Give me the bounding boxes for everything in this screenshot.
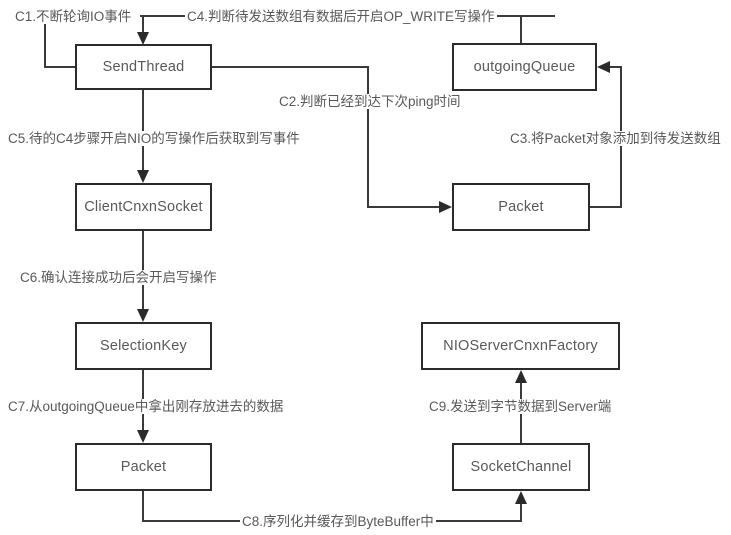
edge-label-c3: C3.将Packet对象添加到待发送数组 — [508, 131, 723, 146]
node-outgoingqueue[interactable]: outgoingQueue — [452, 43, 597, 91]
edge-c8-arrowhead — [515, 491, 527, 504]
edge-label-c9: C9.发送到字节数据到Server端 — [427, 399, 614, 414]
node-selectionkey[interactable]: SelectionKey — [75, 322, 212, 370]
edge-label-c5: C5.待的C4步骤开启NIO的写操作后获取到写事件 — [6, 131, 302, 146]
edge-label-c7: C7.从outgoingQueue中拿出刚存放进去的数据 — [6, 399, 286, 414]
node-nioservercnxnfactory[interactable]: NIOServerCnxnFactory — [421, 322, 620, 370]
edge-c1-path — [44, 16, 75, 68]
edge-c7-arrowhead — [137, 430, 149, 443]
edge-c9-arrowhead — [515, 370, 527, 383]
node-sendthread-label: SendThread — [102, 59, 185, 75]
node-socketchannel-label: SocketChannel — [470, 459, 572, 475]
node-packet-bottom-label: Packet — [120, 459, 167, 475]
edge-label-c4: C4.判断待发送数组有数据后开启OP_WRITE写操作 — [185, 9, 497, 24]
node-socketchannel[interactable]: SocketChannel — [452, 443, 590, 491]
node-packet-bottom[interactable]: Packet — [75, 443, 212, 491]
edge-c2-path — [212, 66, 442, 208]
node-selectionkey-label: SelectionKey — [99, 338, 188, 354]
node-clientcnxnsocket-label: ClientCnxnSocket — [84, 199, 203, 215]
edge-label-c2: C2.判断已经到达下次ping时间 — [277, 94, 463, 109]
node-packet-right-label: Packet — [498, 199, 544, 215]
edge-c2-arrowhead — [439, 201, 452, 213]
node-outgoingqueue-label: outgoingQueue — [473, 59, 576, 75]
edge-c5-arrowhead — [137, 170, 149, 183]
node-packet-right[interactable]: Packet — [452, 183, 590, 231]
edge-c3-arrowhead — [597, 61, 610, 73]
edge-label-c8: C8.序列化并缓存到ByteBuffer中 — [240, 514, 436, 529]
edge-c6-arrowhead — [137, 309, 149, 322]
node-clientcnxnsocket[interactable]: ClientCnxnSocket — [75, 183, 212, 231]
node-nioservercnxnfactory-label: NIOServerCnxnFactory — [443, 338, 598, 354]
edge-label-c1: C1.不断轮询IO事件 — [13, 9, 134, 24]
edge-label-c6: C6.确认连接成功后会开启写操作 — [18, 270, 219, 285]
edge-c1-arrowhead — [137, 32, 149, 45]
node-sendthread[interactable]: SendThread — [75, 44, 212, 90]
